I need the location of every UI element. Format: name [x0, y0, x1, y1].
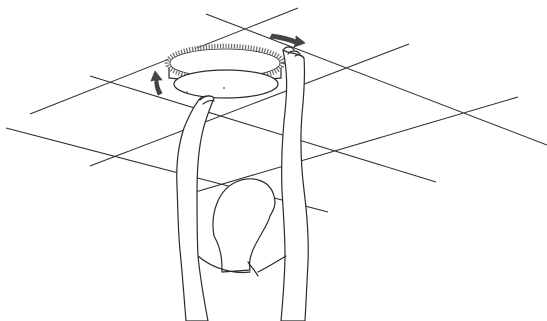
- grid-line: [5, 127, 329, 213]
- left-hand: [199, 95, 215, 105]
- rotate-arrow-icon: [269, 33, 306, 48]
- lift-arrow-icon: [150, 70, 163, 96]
- torso: [197, 255, 287, 274]
- right-arm: [280, 49, 309, 321]
- grid-line: [205, 13, 547, 146]
- fixture-sensor-dot: [186, 91, 188, 93]
- neck: [247, 261, 259, 277]
- grid-line: [89, 75, 437, 183]
- ceiling-grid: [5, 7, 547, 213]
- person-raising-arms: [176, 46, 309, 321]
- grid-line: [29, 7, 299, 115]
- head: [212, 178, 276, 273]
- right-hand: [282, 46, 305, 59]
- grid-line: [89, 43, 410, 167]
- fixture-diffuser: [173, 69, 279, 99]
- grid-line: [191, 96, 519, 194]
- fixture-rim: [164, 43, 286, 83]
- left-arm: [176, 95, 215, 321]
- fixture-sensor-dot: [223, 87, 225, 89]
- ceiling-light-fixture: [164, 43, 286, 99]
